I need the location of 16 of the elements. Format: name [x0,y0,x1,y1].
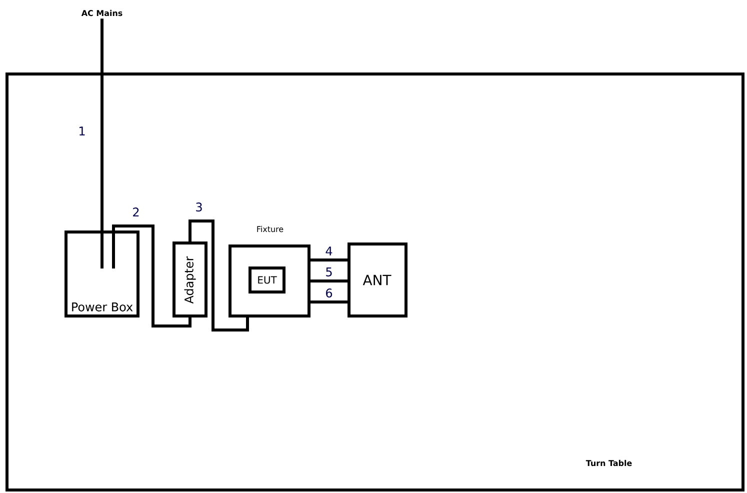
cable-line [310,280,348,282]
edge-label: 1 [78,126,86,136]
edge-label: 3 [194,202,204,212]
cable-line [188,220,249,332]
power-box: Power Box [64,230,140,318]
edge-label: 6 [324,288,334,298]
adapter-box: Adapter [172,242,208,318]
cable-line [310,258,348,262]
cable-line [310,300,348,304]
edge-label: 2 [132,207,140,217]
cable-line [100,18,104,268]
cable-line [112,224,192,328]
edge-label: 4 [324,246,334,256]
eut-box: EUT [248,266,286,294]
antenna-box: ANT [348,242,408,318]
edge-label: 5 [324,267,334,277]
